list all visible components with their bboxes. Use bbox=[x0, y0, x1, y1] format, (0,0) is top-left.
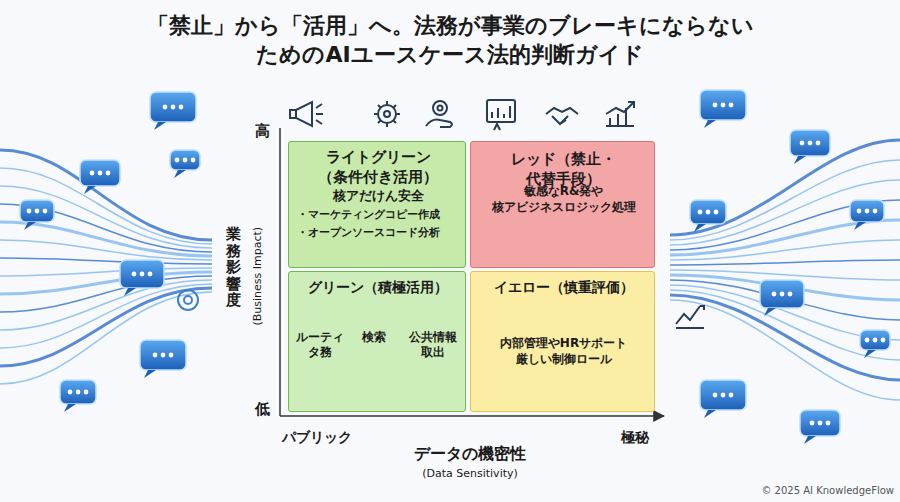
chat-bubble bbox=[80, 160, 120, 194]
title: 「禁止」から「活用」へ。法務が事業のブレーキにならない ためのAIユースケース法… bbox=[110, 12, 790, 69]
top-icons bbox=[290, 100, 634, 130]
quadrant-red: レッド（禁止・代替手段）敏感なR&発や 核アビジネスロジック処理 bbox=[470, 141, 655, 268]
chat-bubble bbox=[690, 200, 726, 232]
chat-bubbles bbox=[20, 90, 890, 444]
quadrant-heading: イエロー（慎重評価） bbox=[475, 278, 652, 296]
chat-bubble bbox=[20, 200, 54, 230]
axis-low: 低 bbox=[250, 400, 274, 420]
chat-bubble bbox=[790, 130, 830, 164]
y-axis bbox=[279, 128, 281, 416]
quadrant-text: ・オープンソースコード分析 bbox=[297, 226, 465, 240]
chat-bubble bbox=[170, 150, 200, 178]
chat-bubble bbox=[800, 410, 840, 444]
flow-line bbox=[0, 284, 212, 348]
y-axis-subtitle: (Business Impact) bbox=[251, 206, 265, 346]
x-axis-subtitle: (Data Sensitivity) bbox=[370, 467, 570, 481]
axis-high: 高 bbox=[250, 122, 274, 142]
chat-bubble bbox=[150, 92, 196, 130]
chat-bubble bbox=[60, 380, 96, 412]
x-axis bbox=[280, 415, 664, 417]
flow-line bbox=[0, 258, 212, 264]
flow-line bbox=[0, 240, 212, 260]
flow-line bbox=[670, 140, 900, 235]
quadrant-yellow: イエロー（慎重評価） 内部管理やHRサポート 厳しい制御ロール bbox=[470, 271, 655, 412]
quadrant-text: 敏感なR&発や 核アビジネスロジック処理 bbox=[479, 184, 648, 215]
flow-line bbox=[670, 180, 900, 245]
quadrant-text: 内部管理やHRサポート 厳しい制御ロール bbox=[479, 336, 648, 367]
flow-line bbox=[670, 220, 900, 255]
axis-secret: 極秘 bbox=[610, 428, 660, 446]
quadrant-green: グリーン（積極活用） ルーティ タ務検索公共情報 取出 bbox=[288, 271, 466, 412]
chat-bubble bbox=[760, 280, 804, 316]
flow-line bbox=[670, 240, 900, 260]
chat-bubble bbox=[860, 330, 890, 358]
quadrant-text: ルーティ タ務 bbox=[292, 330, 348, 360]
quadrant-heading: グリーン（積極活用） bbox=[293, 278, 463, 296]
flow-line bbox=[670, 260, 900, 265]
quadrant-text: 公共情報 取出 bbox=[405, 330, 461, 360]
chat-bubble bbox=[140, 340, 186, 378]
chat-bubble bbox=[850, 200, 884, 230]
quadrant-heading: レッド（禁止・代替手段） bbox=[475, 150, 652, 189]
quadrant-heading: ライトグリーン （条件付き活用） bbox=[293, 148, 463, 187]
flow-line bbox=[670, 160, 900, 240]
axis-public: パブリック bbox=[282, 428, 372, 446]
flow-line bbox=[670, 200, 900, 250]
chat-bubble bbox=[120, 260, 164, 296]
x-axis-title: データの機密性 bbox=[370, 444, 570, 465]
copyright: © 2025 AI KnowledgeFlow bbox=[700, 484, 894, 497]
y-axis-title: 業務影響度 bbox=[226, 226, 241, 309]
quadrant-text: 核アだけん安全 bbox=[293, 188, 463, 205]
chat-bubble bbox=[700, 380, 746, 418]
quadrant-text: 検索 bbox=[346, 330, 402, 345]
chat-bubble bbox=[700, 90, 746, 128]
flow-line bbox=[0, 280, 212, 330]
quadrant-light-green: ライトグリーン （条件付き活用）核アだけん安全・マーケティングコピー作成・オープ… bbox=[288, 141, 466, 268]
quadrant-text: ・マーケティングコピー作成 bbox=[297, 208, 465, 222]
flow-line bbox=[0, 150, 212, 240]
